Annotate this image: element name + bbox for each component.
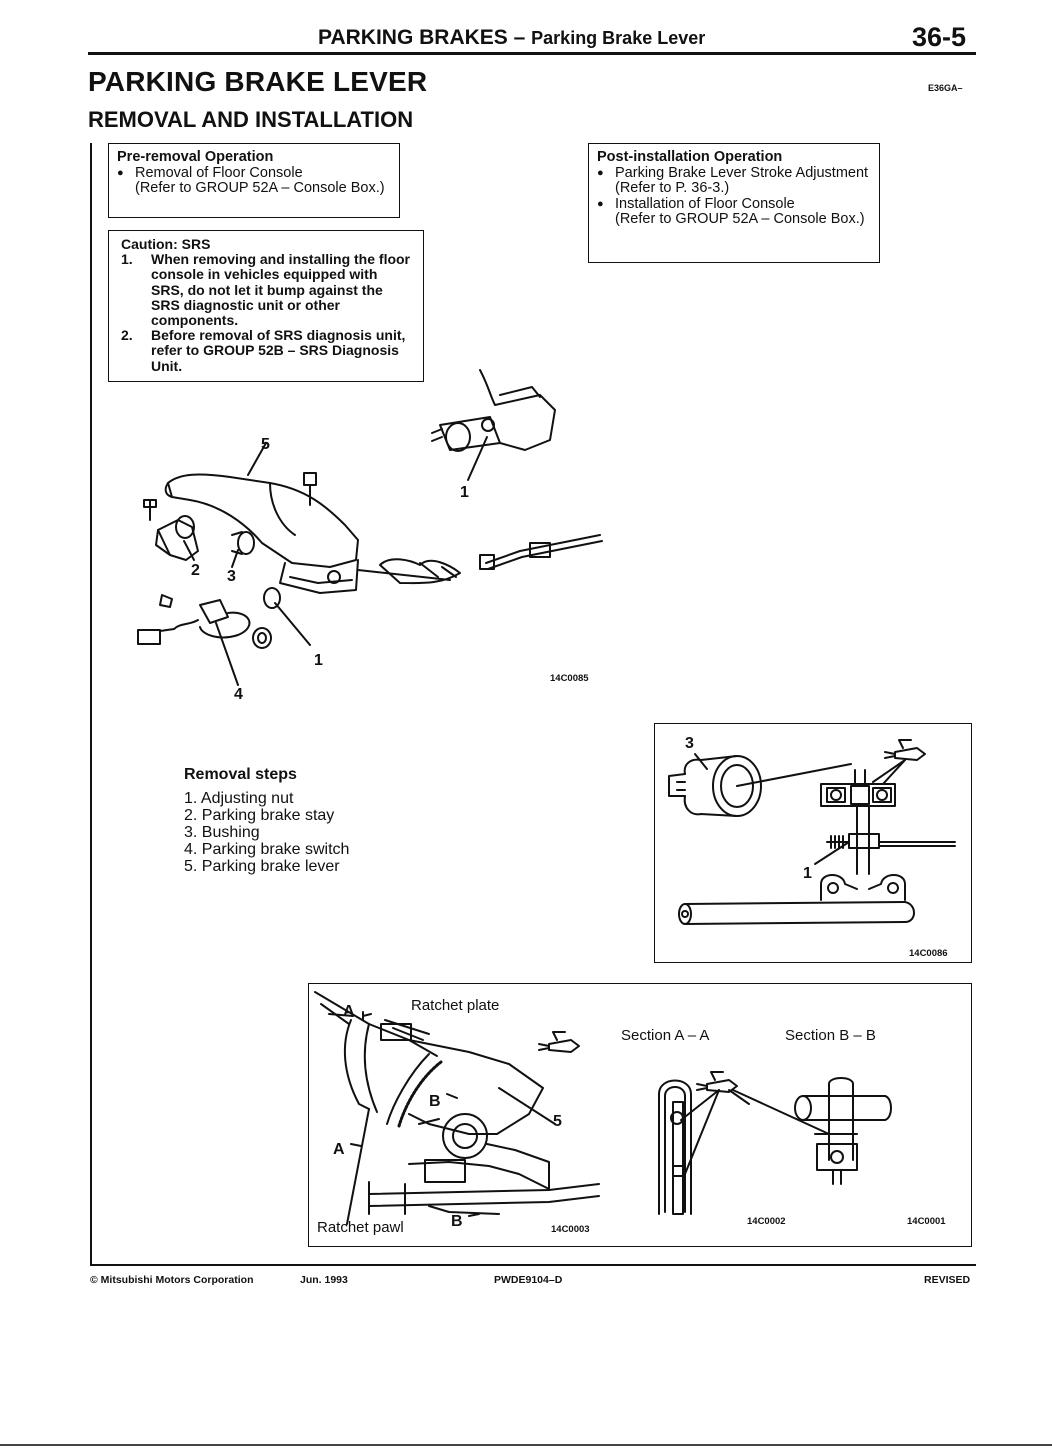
pre-removal-item-ref: (Refer to GROUP 52A – Console Box.) [135,180,385,196]
callout-3: 3 [227,568,236,585]
header-rule [88,52,976,55]
content-frame-left [90,143,92,1265]
ratchet-code-left: 14C0003 [551,1224,590,1235]
removal-step-5: 5. Parking brake lever [184,858,340,875]
pre-removal-heading: Pre-removal Operation [117,149,274,165]
page-number: 36-5 [912,22,967,52]
ratchet-pawl-label: Ratchet pawl [317,1219,404,1236]
bushing-detail-inset: 3 1 14C0086 [654,723,972,963]
callout-1-top: 1 [460,484,469,501]
ratchet-label-a-bottom: A [333,1141,345,1158]
ratchet-detail-drawing: A A B B 5 Ratchet plate Ratchet pawl Sec… [314,991,892,1236]
post-installation-heading: Post-installation Operation [597,149,783,165]
removal-step-4: 4. Parking brake switch [184,841,350,858]
post-installation-item-2: Installation of Floor Console [597,196,871,213]
doc-code: E36GA– [928,83,963,93]
callout-2: 2 [191,562,200,579]
post-installation-box: Post-installation Operation Parking Brak… [588,143,880,263]
page-subtitle: REMOVAL AND INSTALLATION [88,107,414,132]
bottom-edge-rule [0,1444,1052,1446]
callout-4: 4 [234,686,243,703]
ratchet-plate-label: Ratchet plate [411,997,499,1014]
ratchet-label-a-top: A [343,1003,355,1020]
pre-removal-box: Pre-removal Operation Removal of Floor C… [108,143,400,218]
page-title: PARKING BRAKE LEVER [88,66,428,97]
footer-copyright: © Mitsubishi Motors Corporation [90,1274,254,1286]
post-installation-item-1: Parking Brake Lever Stroke Adjustment [597,165,871,182]
post-installation-item-2-ref: (Refer to GROUP 52A – Console Box.) [615,211,865,227]
caution-heading: Caution: SRS [121,236,211,252]
footer-date: Jun. 1993 [300,1274,348,1286]
ratchet-code-right: 14C0001 [907,1216,946,1227]
bushing-detail-drawing: 3 1 [668,735,956,925]
content-frame-bottom [90,1264,976,1266]
caution-item-2: 2. Before removal of SRS diagnosis unit, … [121,328,411,374]
post-installation-item-1-ref: (Refer to P. 36-3.) [615,180,730,196]
removal-step-3: 3. Bushing [184,824,260,841]
caution-item-2-text: Before removal of SRS diagnosis unit, re… [151,327,406,374]
parking-brake-exploded-diagram: 5 1 2 3 1 4 [137,369,603,703]
inset1-callout-3: 3 [685,735,694,752]
main-diagram-code: 14C0085 [550,673,589,684]
footer-status: REVISED [924,1274,971,1286]
removal-steps-heading: Removal steps [184,766,297,783]
header-section: PARKING BRAKES [318,26,508,49]
callout-1-bottom: 1 [314,652,323,669]
section-bb-label: Section B – B [785,1027,876,1044]
ratchet-detail-inset: A A B B 5 Ratchet plate Ratchet pawl Sec… [308,983,972,1247]
ratchet-code-mid: 14C0002 [747,1216,786,1227]
callout-5: 5 [261,436,270,453]
caution-item-1-num: 1. [121,251,133,268]
ratchet-label-b-bottom: B [451,1213,463,1230]
removal-steps-list: 1. Adjusting nut 2. Parking brake stay 3… [184,790,349,875]
ratchet-callout-5: 5 [553,1113,562,1130]
bushing-detail-code: 14C0086 [909,948,948,959]
caution-item-1-text: When removing and installing the floor c… [151,251,411,329]
header-dash: – [507,26,532,49]
inset1-callout-1: 1 [803,865,812,882]
removal-step-1: 1. Adjusting nut [184,790,294,807]
ratchet-label-b-top: B [429,1093,441,1110]
caution-item-1: 1. When removing and installing the floor… [121,252,411,328]
page-header-title: PARKING BRAKES – Parking Brake Lever [318,26,705,50]
section-aa-label: Section A – A [621,1027,709,1044]
header-subsection: Parking Brake Lever [531,28,706,48]
removal-step-2: 2. Parking brake stay [184,807,335,824]
footer-publication-code: PWDE9104–D [494,1274,563,1286]
caution-item-2-num: 2. [121,327,133,344]
pre-removal-item: Removal of Floor Console [117,165,391,182]
caution-box: Caution: SRS 1. When removing and install… [108,230,424,382]
